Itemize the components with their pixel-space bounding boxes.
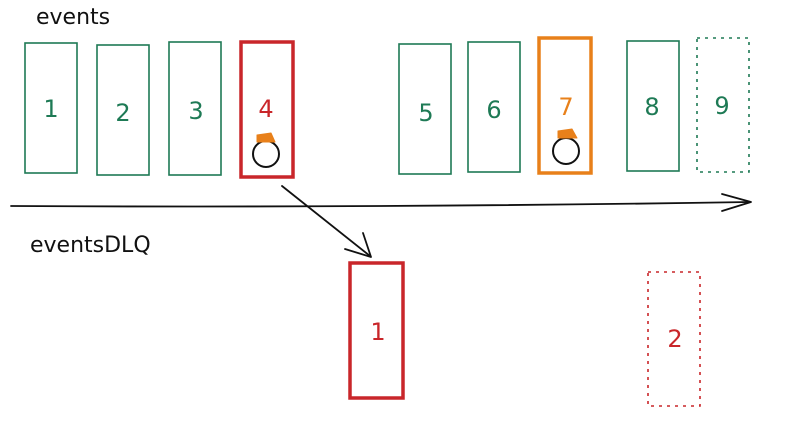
event-number: 6 [486,96,501,124]
dlq-event-number: 2 [667,325,682,353]
event-box-outline [24,42,78,174]
event-box: 1 [24,42,78,174]
consumer-marker [552,128,580,165]
event-box-outline [626,40,680,172]
event-box-failed: 4 [239,40,295,179]
event-number: 3 [188,97,203,125]
event-box-outline [96,44,150,176]
consumer-marker [252,132,280,168]
event-box-outline [537,36,593,175]
event-box-processing: 7 [537,36,593,175]
timeline-arrow [10,193,752,212]
dlq-event-box-pending: 2 [647,271,701,407]
event-box: 3 [168,41,222,176]
event-box-pending: 9 [696,37,750,173]
event-box-outline [696,37,750,173]
dlq-event-box: 1 [348,261,405,400]
event-box: 5 [398,43,452,175]
dlq-box-outline [647,271,701,407]
event-number: 5 [418,99,433,127]
event-number: 8 [644,93,659,121]
event-number: 2 [115,99,130,127]
event-box-outline [239,40,295,179]
event-box-outline [168,41,222,176]
event-box: 2 [96,44,150,176]
events-title: events [36,5,110,30]
event-box: 6 [467,41,521,173]
dlq-box-outline [348,261,405,400]
event-box-outline [398,43,452,175]
event-number: 4 [258,95,273,123]
event-number: 9 [714,92,729,120]
event-number: 7 [558,93,573,121]
dlq-title: eventsDLQ [30,233,151,258]
event-box-outline [467,41,521,173]
dlq-event-number: 1 [370,318,385,346]
dead-letter-arrow [281,185,372,258]
event-number: 1 [43,95,58,123]
event-box: 8 [626,40,680,172]
